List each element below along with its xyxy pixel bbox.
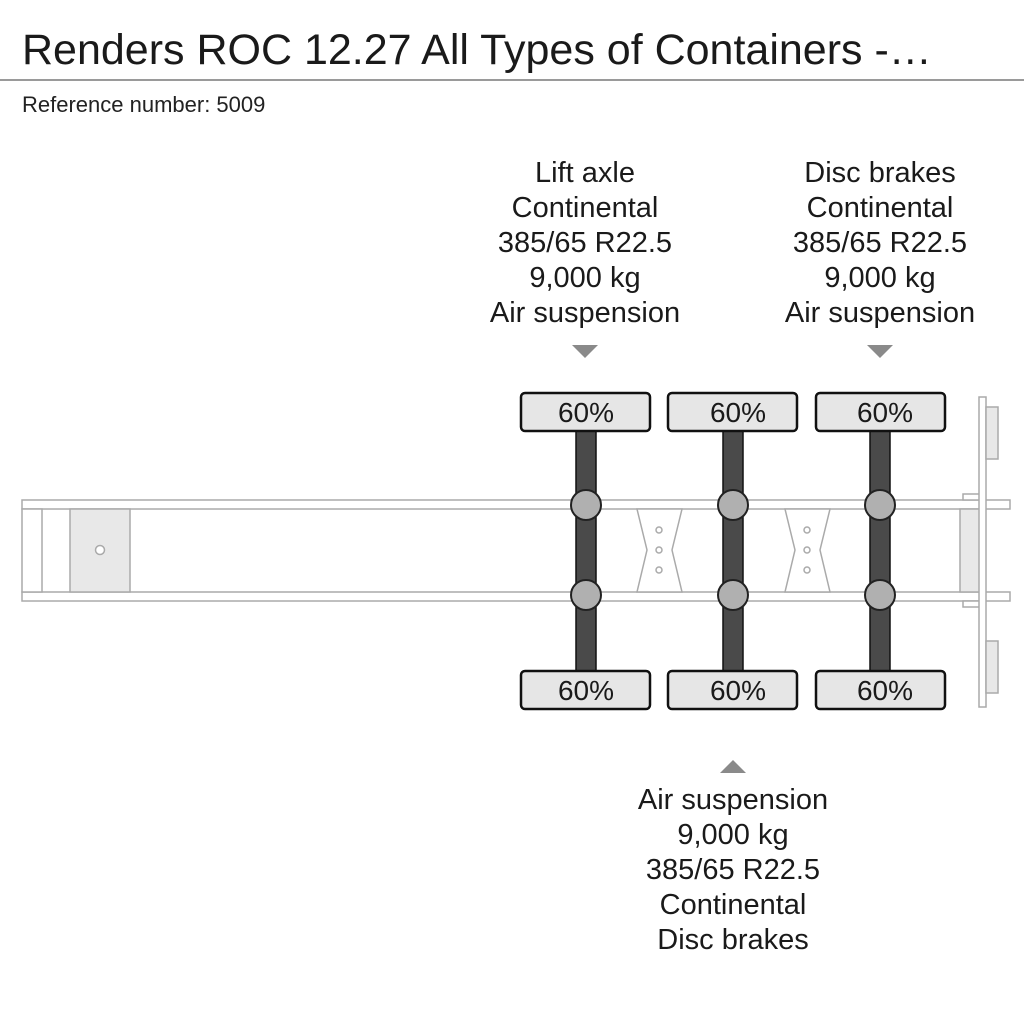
rear-bumper-bar <box>978 396 987 708</box>
axle-3-spec-line-2: Continental <box>806 192 954 224</box>
axle-2: 60% 60% <box>666 391 799 711</box>
axle-1-tire-bottom <box>519 669 652 711</box>
axle-3-tire-top-label: 60% <box>857 397 913 428</box>
axle-3-spec-line-4: 9,000 kg <box>824 262 936 294</box>
axle-2-pointer-icon <box>720 760 746 773</box>
brace-2-hole-3 <box>803 566 811 574</box>
axle-1-spec-line-5: Air suspension <box>489 297 681 329</box>
kingpin <box>94 544 106 556</box>
axle-1-pointer-icon <box>572 345 598 358</box>
front-crossmember <box>21 508 43 593</box>
axle-2-hub-bottom <box>717 579 749 611</box>
axle-3-spec-line-3: 385/65 R22.5 <box>792 227 968 259</box>
axle-2-spec-line-3: 385/65 R22.5 <box>645 854 821 886</box>
frame-bottom-rail <box>21 591 1011 602</box>
axle-1-hub-top <box>570 489 602 521</box>
axle-2-spec-line-4: Continental <box>659 889 807 921</box>
axle-3-spec-line-5: Air suspension <box>784 297 976 329</box>
brace-1-hole-2 <box>655 546 663 554</box>
axle-1-spec-line-3: 385/65 R22.5 <box>497 227 673 259</box>
axle-3-pointer-icon <box>867 345 893 358</box>
axle-2-spec-line-2: 9,000 kg <box>677 819 789 851</box>
brace-2-hole-1 <box>803 526 811 534</box>
axle-3-hub-top <box>864 489 896 521</box>
axle-3-tire-top <box>814 391 947 433</box>
axle-1-tire-top <box>519 391 652 433</box>
axle-3-tire-bottom-label: 60% <box>857 675 913 706</box>
axle-3-hub-bottom <box>864 579 896 611</box>
axle-3-spec-line-1: Disc brakes <box>804 157 956 189</box>
axle-2-tire-top <box>666 391 799 433</box>
chassis-frame <box>21 396 1011 708</box>
title-divider <box>0 79 1024 81</box>
axle-3-beam <box>869 430 891 672</box>
rear-crossmember <box>959 508 981 593</box>
axle-1-spec-line-2: Continental <box>511 192 659 224</box>
reference-number: Reference number: 5009 <box>22 92 266 117</box>
rear-light-top <box>985 406 999 460</box>
axle-2-spec-line-1: Air suspension <box>637 784 829 816</box>
frame-top-rail <box>21 499 1011 510</box>
axle-1-tire-top-label: 60% <box>558 397 614 428</box>
axle-2-hub-top <box>717 489 749 521</box>
axle-1-tire-bottom-label: 60% <box>558 675 614 706</box>
axle-1-spec-line-1: Lift axle <box>535 157 635 189</box>
axle-1: 60% 60% <box>519 391 652 711</box>
axle-2-tire-top-label: 60% <box>710 397 766 428</box>
axle-3: 60% 60% <box>814 391 947 711</box>
axle-3-spec: Disc brakes Continental 385/65 R22.5 9,0… <box>750 156 1010 331</box>
axle-2-spec-line-5: Disc brakes <box>657 924 809 956</box>
axle-3-tire-bottom <box>814 669 947 711</box>
brace-2-hole-2 <box>803 546 811 554</box>
axle-1-hub-bottom <box>570 579 602 611</box>
brace-1-hole-1 <box>655 526 663 534</box>
axle-1-spec-line-4: 9,000 kg <box>529 262 641 294</box>
brace-1-hole-3 <box>655 566 663 574</box>
axle-2-tire-bottom <box>666 669 799 711</box>
axle-1-spec: Lift axle Continental 385/65 R22.5 9,000… <box>455 156 715 331</box>
axle-2-beam <box>722 430 744 672</box>
axle-2-spec: Air suspension 9,000 kg 385/65 R22.5 Con… <box>603 783 863 958</box>
axle-1-beam <box>575 430 597 672</box>
axle-2-tire-bottom-label: 60% <box>710 675 766 706</box>
rear-light-bottom <box>985 640 999 694</box>
